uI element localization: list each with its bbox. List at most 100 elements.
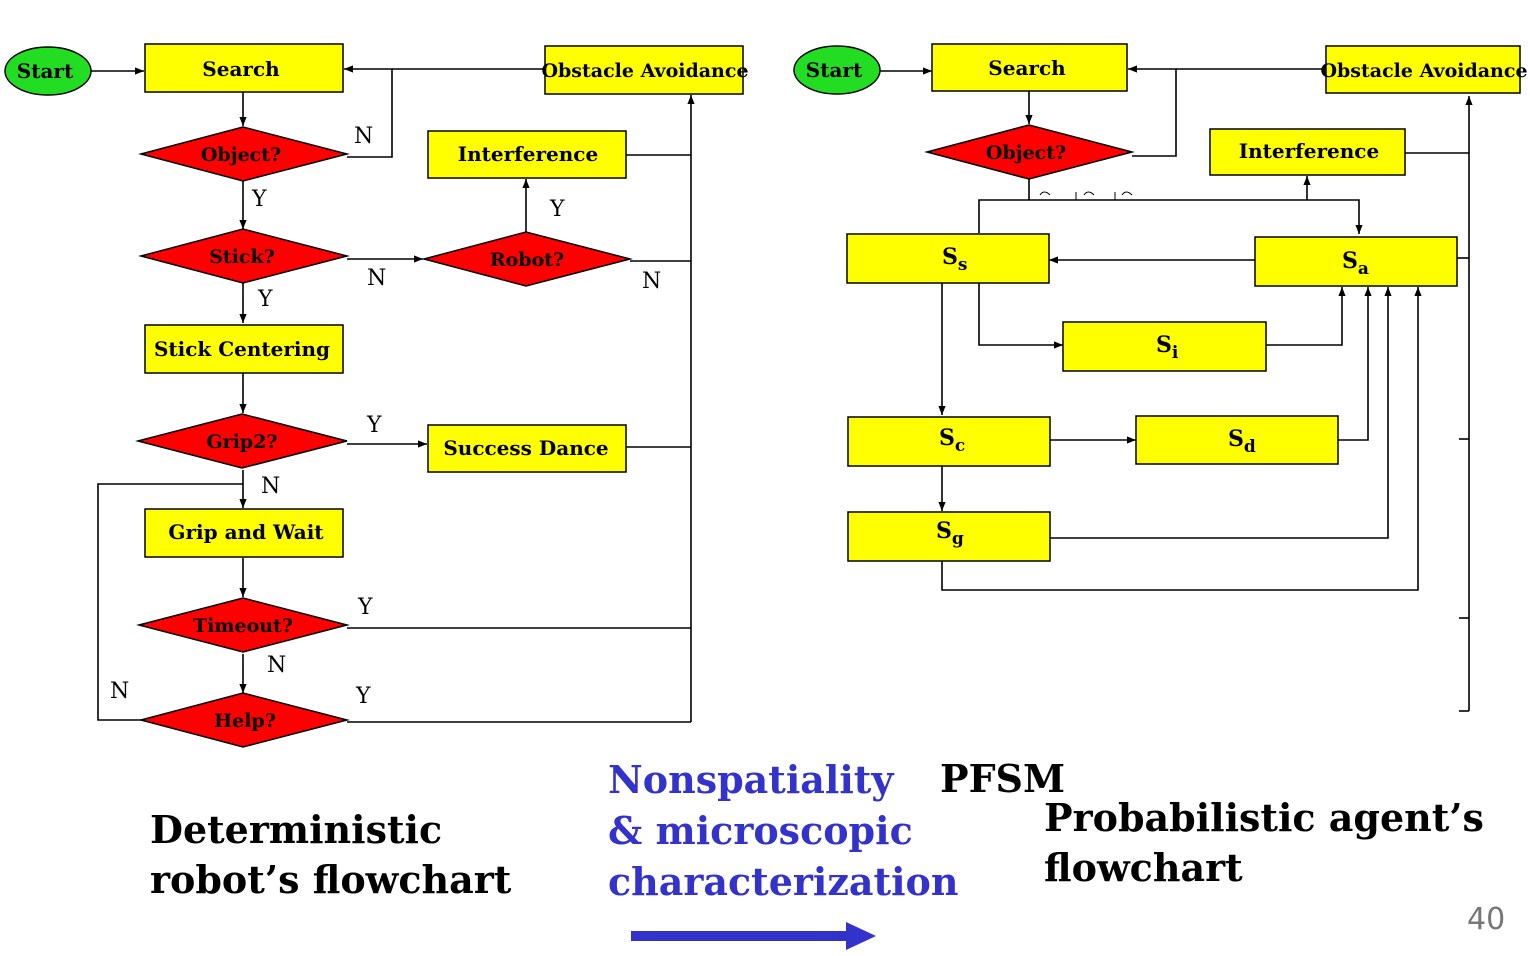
- progression-arrow-head: [846, 922, 876, 950]
- left-stick-label: Stick?: [209, 246, 275, 268]
- r-conn-object-loop: [1128, 65, 1177, 157]
- label-help-y: Y: [355, 684, 371, 709]
- r-conn-sg-sa: [1050, 287, 1392, 539]
- left-success-dance-label: Success Dance: [443, 436, 608, 460]
- left-start-node: [4, 46, 92, 96]
- label-object-n: N: [354, 124, 373, 149]
- state-sc-letter: S: [939, 425, 955, 451]
- state-sg-box: [847, 511, 1051, 562]
- left-obstacle-label: Obstacle Avoidance: [541, 60, 748, 82]
- left-help-diamond: [138, 692, 350, 748]
- state-ss: Ss: [846, 233, 1050, 284]
- r-faint-marks: [1039, 191, 1133, 200]
- conn-help-no-loop: [97, 483, 243, 721]
- r-conn-sd-sa: [1338, 287, 1372, 441]
- state-sa-sub: a: [1358, 259, 1369, 279]
- label-stick-n: N: [367, 266, 386, 291]
- state-sg-letter: S: [936, 518, 952, 544]
- label-robot-n: N: [642, 269, 661, 294]
- right-object-diamond: [924, 124, 1135, 180]
- state-si-label: Si: [1156, 332, 1179, 363]
- r-conn-si-sa: [1266, 287, 1346, 346]
- right-caption-line1: Probabilistic agent’s: [1044, 795, 1484, 840]
- r-conn-sg-loop-sa: [941, 287, 1422, 591]
- left-timeout-label: Timeout?: [193, 615, 293, 637]
- state-sc-box: [847, 416, 1051, 467]
- left-timeout-diamond: [136, 597, 350, 653]
- state-sd-label: Sd: [1228, 426, 1256, 457]
- left-grip2-diamond: [135, 413, 348, 469]
- progression-arrow-shaft: [631, 931, 849, 941]
- state-ss-sub: s: [958, 255, 968, 275]
- left-stick-centering-label: Stick Centering: [154, 337, 330, 361]
- state-si-sub: i: [1172, 343, 1179, 363]
- left-grip-wait-label: Grip and Wait: [168, 520, 324, 544]
- r-faint-mark-1: [1039, 191, 1051, 196]
- label-grip2-n: N: [261, 474, 280, 499]
- progression-arrow: [631, 922, 876, 950]
- left-start-label: Start: [17, 59, 74, 83]
- right-caption-line2: flowchart: [1044, 845, 1243, 890]
- right-search-label: Search: [988, 56, 1066, 80]
- left-caption-line2: robot’s flowchart: [150, 857, 512, 902]
- conn-object-no-loop: [344, 65, 393, 158]
- left-grip-wait-box: [144, 508, 344, 558]
- state-si-box: [1062, 321, 1267, 372]
- state-sa-box: [1254, 236, 1458, 287]
- right-obstacle-label: Obstacle Avoidance: [1320, 60, 1527, 82]
- middle-caption: Nonspatiality & microscopic characteriza…: [608, 754, 959, 907]
- middle-caption-line3: characterization: [608, 859, 959, 904]
- left-interference-box: [427, 130, 627, 179]
- left-connectors: [91, 65, 695, 723]
- state-sg-label: Sg: [936, 518, 964, 549]
- right-start-node: [793, 45, 881, 95]
- r-conn-ss-sa-top: [978, 199, 1363, 234]
- r-faint-mark-5: [1121, 191, 1133, 196]
- right-interference-box: [1209, 128, 1406, 176]
- label-grip2-y: Y: [366, 413, 382, 438]
- right-search-box: [931, 43, 1128, 92]
- left-stick-diamond: [138, 228, 350, 284]
- left-caption: Deterministic robot’s flowchart: [150, 805, 511, 905]
- state-si: Si: [1062, 321, 1267, 372]
- label-robot-y: Y: [549, 197, 565, 222]
- left-grip2-label: Grip2?: [206, 431, 277, 453]
- left-object-label: Object?: [201, 144, 281, 166]
- r-faint-mark-2: [1083, 191, 1095, 196]
- left-search-box: [144, 43, 344, 93]
- left-object-diamond: [138, 126, 350, 182]
- left-robot-label: Robot?: [490, 249, 564, 271]
- r-conn-ss-si: [978, 283, 1063, 349]
- deterministic-flowchart: Start Search Obstacle Avoidance Interfer…: [4, 43, 749, 748]
- right-start-label: Start: [806, 58, 863, 82]
- state-sa-label: Sa: [1342, 248, 1369, 279]
- label-help-n: N: [110, 679, 129, 704]
- right-obstacle-box: [1325, 45, 1521, 94]
- state-sd-sub: d: [1244, 437, 1256, 457]
- label-object-y: Y: [251, 187, 267, 212]
- state-sd-letter: S: [1228, 426, 1244, 452]
- state-ss-label: Ss: [942, 244, 967, 275]
- left-caption-line1: Deterministic: [150, 807, 443, 852]
- left-search-label: Search: [202, 57, 280, 81]
- left-success-dance-box: [427, 424, 627, 473]
- right-object-label: Object?: [986, 142, 1066, 164]
- probabilistic-flowchart: Start Search Obstacle Avoidance Interfer…: [793, 43, 1528, 712]
- state-sd: Sd: [1135, 415, 1339, 465]
- left-interference-label: Interference: [458, 142, 598, 166]
- left-stick-centering-box: [144, 324, 344, 374]
- middle-caption-line2: & microscopic: [608, 808, 913, 853]
- left-obstacle-box: [544, 45, 744, 95]
- state-sc-sub: c: [955, 436, 965, 456]
- state-sa: Sa: [1254, 236, 1458, 287]
- state-sc-label: Sc: [939, 425, 965, 456]
- state-si-letter: S: [1156, 332, 1172, 358]
- left-branch-labels: N Y Y N N Y Y N Y N N Y: [110, 124, 661, 709]
- right-caption: Probabilistic agent’s flowchart: [1044, 793, 1484, 893]
- left-help-label: Help?: [214, 710, 276, 732]
- state-sa-letter: S: [1342, 248, 1358, 274]
- middle-caption-line1: Nonspatiality: [608, 757, 894, 802]
- page-number: 40: [1467, 902, 1506, 937]
- state-sd-box: [1135, 415, 1339, 465]
